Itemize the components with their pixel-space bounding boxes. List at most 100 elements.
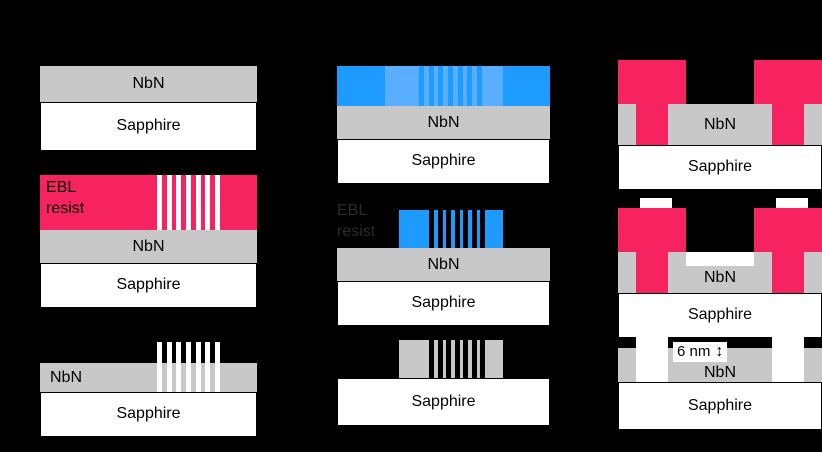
metal-on-resist-left (640, 198, 672, 208)
thickness-annotation: 6 nm ↕ (673, 342, 728, 362)
substrate-layer: Sapphire (40, 263, 257, 308)
step-1-blank-film: NbN Sapphire (40, 66, 257, 156)
substrate-layer: Sapphire (337, 139, 550, 184)
resist-pad-left-head (618, 208, 686, 252)
ebl-resist-caption-line2: resist (46, 200, 85, 217)
substrate-layer: Sapphire (618, 145, 822, 190)
step-3-etched-nanowires: NbN Sapphire (40, 320, 257, 437)
metal-contact-right (772, 336, 804, 382)
exposed-stripe (467, 66, 473, 106)
nbn-layer-right (804, 252, 822, 293)
nanowire-gap-stripes (429, 340, 485, 378)
double-arrow-icon: ↕ (715, 343, 724, 360)
exposed-stripe (476, 66, 482, 106)
exposed-stripe (157, 175, 162, 230)
substrate-label: Sapphire (687, 158, 753, 175)
etched-trench (195, 363, 201, 392)
exposed-stripe (205, 175, 211, 230)
developed-gap (437, 210, 443, 248)
exposed-line-stripes (419, 66, 482, 106)
ebl-resist-caption-line1: EBL (46, 179, 77, 196)
step-6-nanowire-array: Sapphire (337, 340, 550, 432)
metal-on-resist-right (776, 198, 808, 208)
substrate-label: Sapphire (116, 405, 181, 422)
resist-pad-left-stem (636, 252, 668, 293)
exposed-stripe (457, 66, 463, 106)
metal-in-opening (686, 252, 754, 266)
nbn-label: NbN (703, 364, 736, 381)
exposed-stripe (428, 66, 434, 106)
nbn-layer: NbN (337, 106, 550, 139)
substrate-label: Sapphire (687, 306, 753, 323)
step-5-resist-developed: EBL resist NbN Sapphire (337, 198, 550, 326)
etched-trench (185, 363, 191, 392)
metal-contact-left (636, 336, 668, 382)
developed-gap (480, 210, 485, 248)
etched-trench-stripes-through-film (157, 363, 220, 392)
etched-trench (176, 363, 182, 392)
etched-trench (157, 363, 162, 392)
nbn-label: NbN (132, 75, 165, 92)
resist-pad-right-stem (772, 252, 804, 293)
etched-trench (205, 363, 211, 392)
nbn-nanowire-block (399, 340, 503, 378)
resist-pad-left-stem (636, 104, 668, 145)
ebl-resist-blue-layer (399, 210, 503, 248)
step-4-resist-blue-exposed: NbN Sapphire (337, 66, 550, 184)
etched-trench (166, 363, 172, 392)
step-7-contact-resist-mask: NbN Sapphire (618, 60, 822, 190)
exposed-stripe (185, 175, 191, 230)
substrate-label: Sapphire (411, 294, 476, 311)
developed-gap (446, 210, 451, 248)
nbn-label: NbN (703, 116, 736, 133)
step-9-liftoff-finished-device: NbN 6 nm ↕ Sapphire (618, 336, 822, 446)
exposed-stripe (214, 175, 220, 230)
exposed-stripe (176, 175, 182, 230)
nbn-layer-left (618, 348, 636, 382)
developed-gap (463, 210, 468, 248)
exposed-stripe (195, 175, 201, 230)
substrate-layer: Sapphire (40, 102, 257, 151)
nbn-layer-left (618, 104, 636, 145)
exposed-window (385, 66, 503, 106)
nbn-layer-center: NbN (668, 104, 772, 145)
etched-trench (214, 363, 220, 392)
exposed-stripe (166, 175, 172, 230)
resist-pad-right-head (754, 208, 822, 252)
nbn-layer: NbN (40, 363, 257, 392)
step-8-metal-deposition: NbN Sapphire (618, 198, 822, 338)
nanowire-gap (471, 340, 477, 378)
nbn-layer-right (804, 348, 822, 382)
nbn-label: NbN (50, 369, 83, 386)
nbn-layer-right (804, 104, 822, 145)
substrate-layer: Sapphire (618, 293, 822, 338)
resist-pad-right-head (754, 60, 822, 104)
ebl-resist-caption-line2: resist (337, 223, 376, 240)
nbn-label: NbN (427, 256, 460, 273)
nbn-label: NbN (703, 269, 736, 286)
nanowire-gap (437, 340, 443, 378)
ebl-resist-caption-line1: EBL (337, 202, 368, 219)
developed-gap (429, 210, 434, 248)
exposed-line-stripes (157, 175, 220, 230)
nanowire-gap (446, 340, 451, 378)
substrate-layer: Sapphire (40, 392, 257, 437)
nanowire-gap (454, 340, 460, 378)
substrate-label: Sapphire (687, 397, 753, 414)
nbn-layer: NbN (40, 230, 257, 263)
exposed-stripe (419, 66, 424, 106)
developed-gap-stripes (429, 210, 485, 248)
substrate-label: Sapphire (411, 393, 476, 410)
developed-gap (454, 210, 460, 248)
nbn-label: NbN (132, 238, 165, 255)
resist-pad-left-head (618, 60, 686, 104)
developed-gap (471, 210, 477, 248)
step-2-resist-exposed: EBL resist NbN Sapphire (40, 175, 257, 308)
substrate-label: Sapphire (116, 276, 181, 293)
substrate-layer: Sapphire (337, 378, 550, 426)
substrate-layer: Sapphire (618, 382, 822, 430)
ebl-resist-layer: EBL resist (40, 175, 257, 230)
resist-pad-right-stem (772, 104, 804, 145)
nanowire-gap (429, 340, 434, 378)
